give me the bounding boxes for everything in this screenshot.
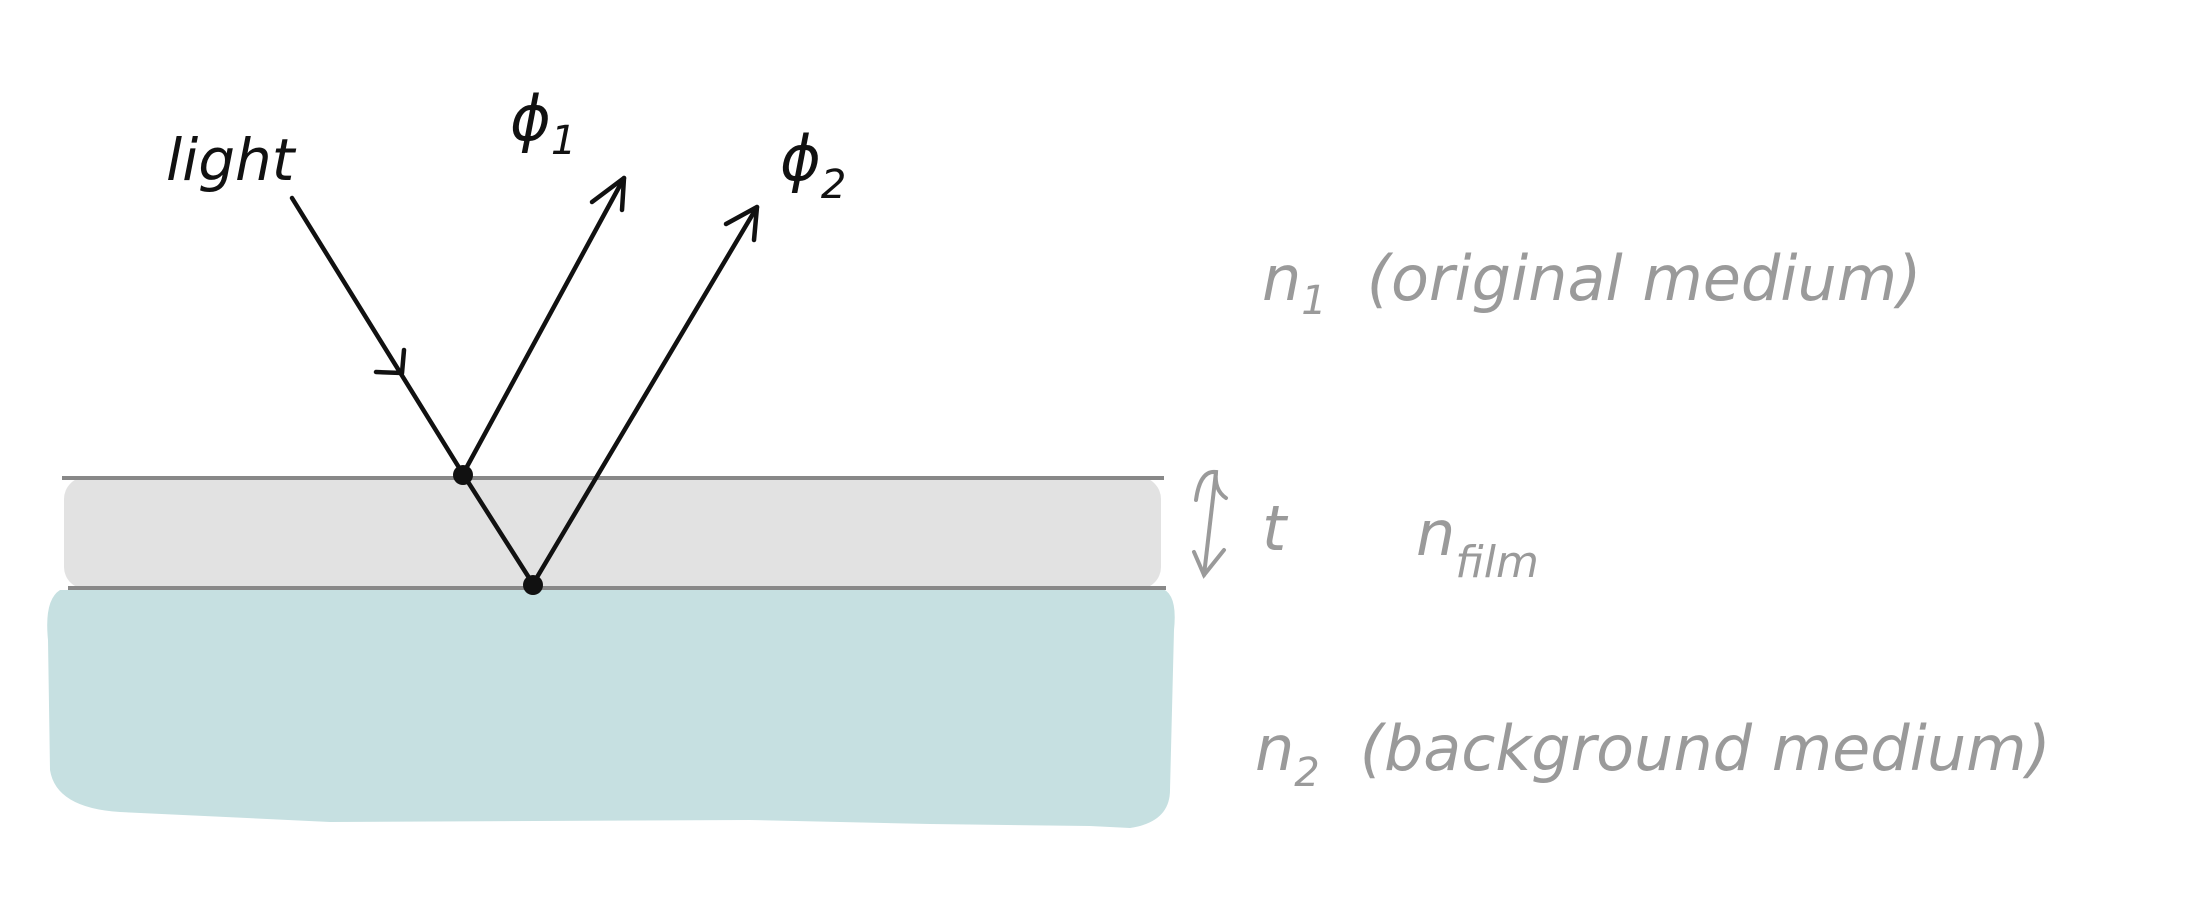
n2-label: n2(background medium) bbox=[1255, 712, 2051, 796]
thickness-label: t bbox=[1262, 492, 1289, 565]
refracted-ray-in-film bbox=[460, 471, 536, 587]
thickness-arrow bbox=[1202, 470, 1218, 577]
background-medium-layer bbox=[47, 588, 1175, 828]
reflected-ray-1 bbox=[460, 175, 627, 477]
reflected-ray-1-arrowhead-icon bbox=[589, 175, 627, 213]
incident-ray bbox=[289, 195, 466, 477]
light-label: light bbox=[166, 126, 297, 194]
incident-direction-arrow-icon bbox=[373, 347, 407, 376]
thickness-arrow-top-icon bbox=[1194, 469, 1228, 502]
phi1-label: ϕ1 bbox=[510, 82, 576, 164]
film-layer bbox=[64, 477, 1161, 589]
top-interface-point bbox=[453, 465, 473, 485]
n1-label: n1(original medium) bbox=[1262, 242, 1921, 324]
bottom-interface-point bbox=[523, 575, 543, 595]
phi2-label: ϕ2 bbox=[780, 122, 846, 208]
nfilm-label: nfilm bbox=[1416, 497, 1539, 588]
reflected-ray-2-arrowhead-icon bbox=[723, 204, 760, 243]
thickness-arrow-bottom-icon bbox=[1192, 548, 1226, 579]
reflected-ray-2 bbox=[530, 204, 760, 587]
